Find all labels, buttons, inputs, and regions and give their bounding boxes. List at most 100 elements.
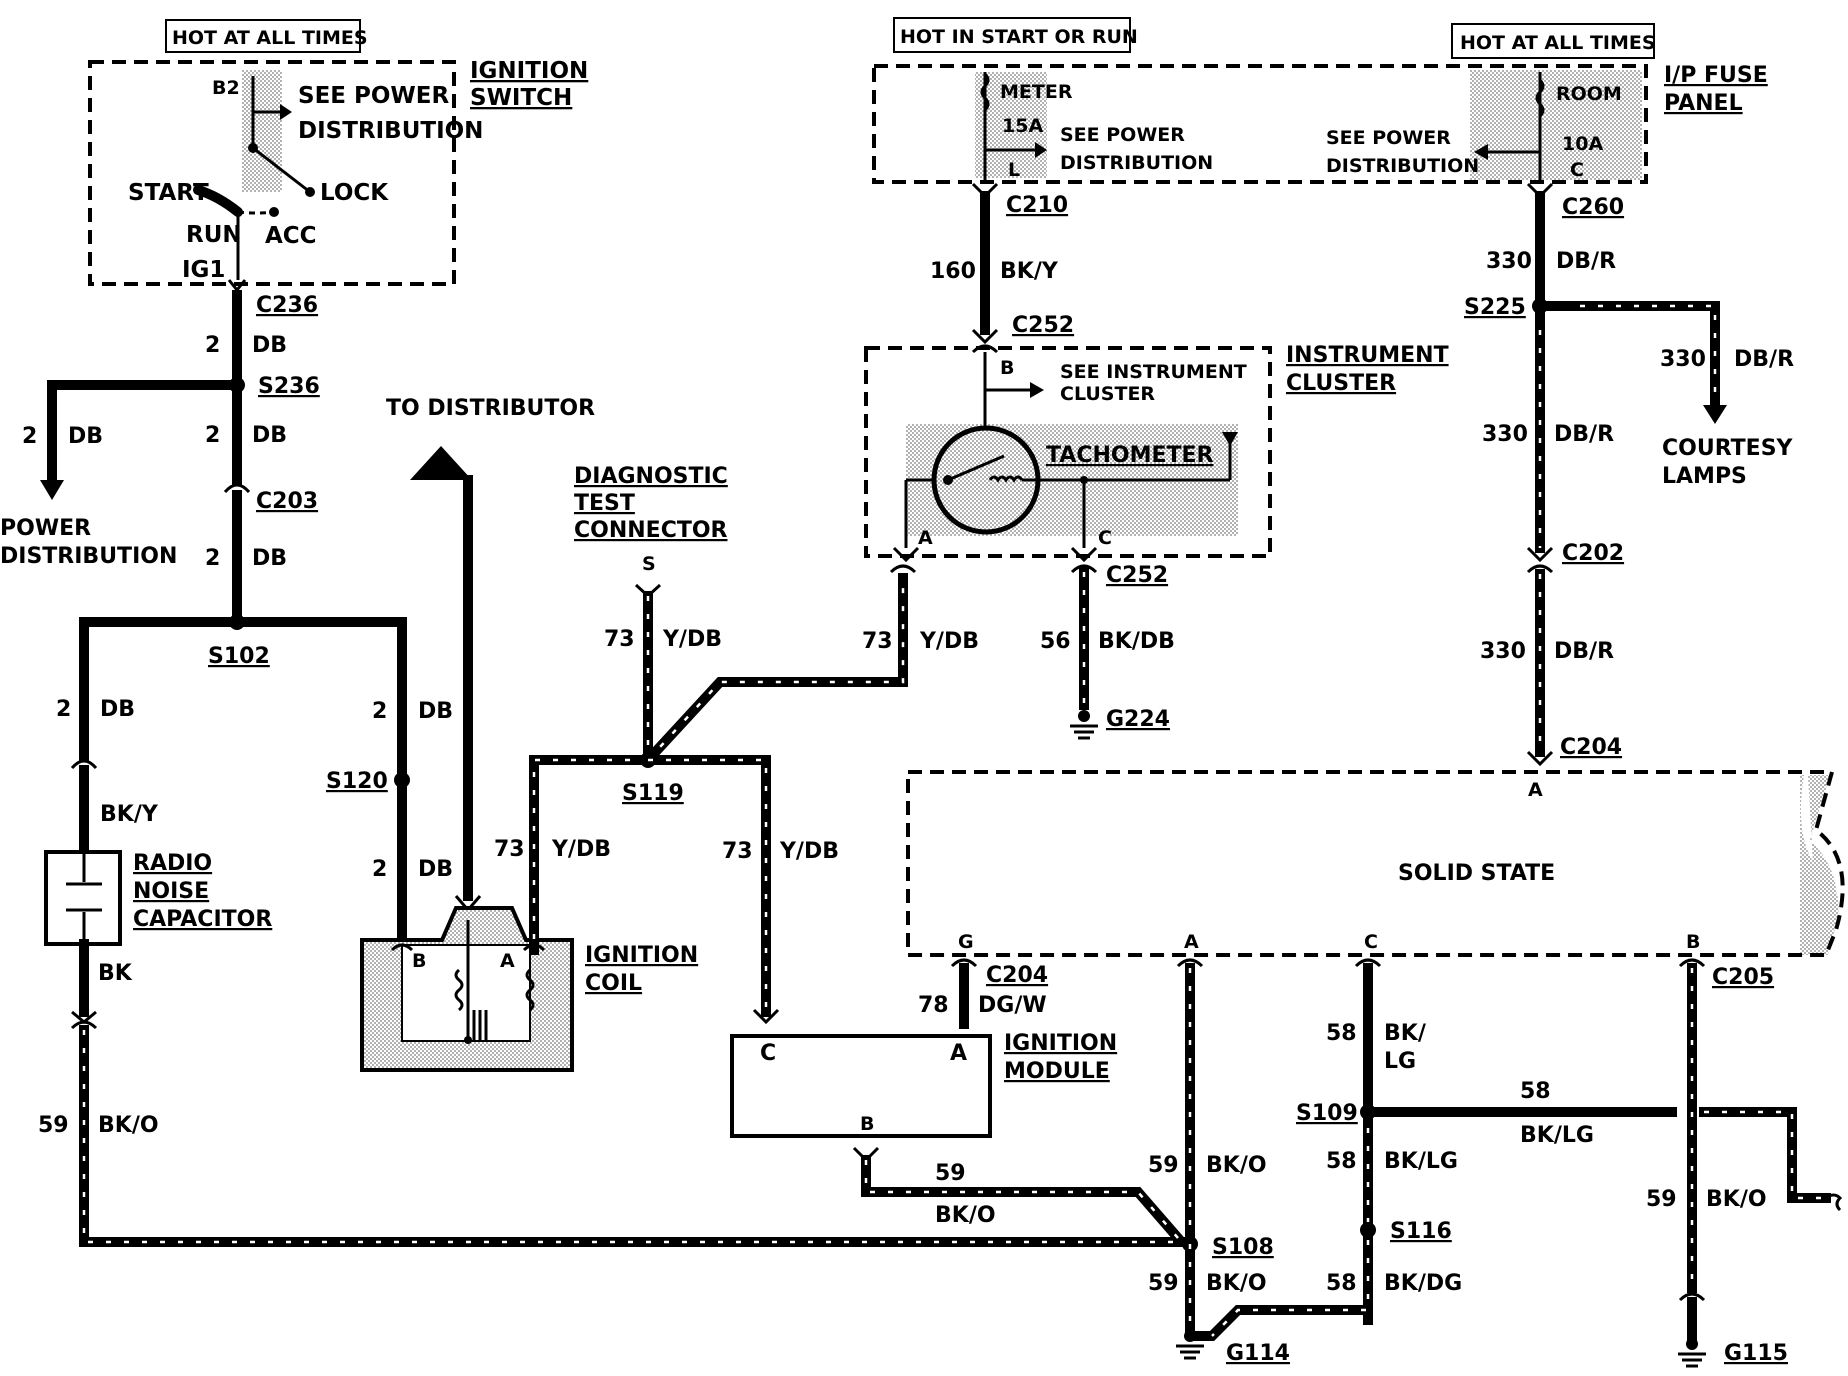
courtesy-label: COURTESY — [1662, 436, 1794, 461]
tachometer-label: TACHOMETER — [1046, 443, 1214, 468]
wire-330-circuit: 330 — [1480, 639, 1526, 664]
meter-feed: C210 160 BK/Y C252 — [930, 182, 1074, 354]
switch-lever — [252, 146, 311, 194]
wire-59-circuit: 59 — [935, 1161, 966, 1186]
see-power-label-2: DISTRIBUTION — [298, 118, 483, 144]
ignition-module-title-2: MODULE — [1004, 1059, 1110, 1084]
wire-db-color: DB — [68, 424, 103, 449]
s225-label: S225 — [1464, 295, 1526, 320]
cluster-title-2: CLUSTER — [1286, 371, 1396, 396]
fuse-panel-box — [872, 64, 1648, 184]
cluster-box — [864, 346, 1272, 558]
ig1-label: IG1 — [182, 257, 225, 283]
hot-in-start-label: HOT IN START OR RUN — [900, 26, 1138, 48]
ignition-switch-title-2: SWITCH — [470, 85, 572, 111]
run-label: RUN — [186, 222, 242, 248]
to-distributor-label: TO DISTRIBUTOR — [386, 396, 595, 421]
capacitor-label: CAPACITOR — [133, 907, 272, 932]
wire-lg-color: LG — [1384, 1049, 1416, 1074]
c204-top-label: C204 — [1560, 735, 1622, 760]
fuse-hot-label-box — [1451, 23, 1655, 59]
see-power-left: SEE POWER — [1060, 124, 1185, 146]
wire-ydb-color: Y/DB — [779, 839, 839, 864]
wire-ydb-color: Y/DB — [662, 627, 722, 652]
switch-shading — [242, 70, 282, 192]
wire-330-circuit: 330 — [1660, 347, 1706, 372]
power-distribution-arrow — [40, 480, 64, 500]
wire-59-circuit: 59 — [1148, 1271, 1179, 1296]
lock-label: LOCK — [320, 180, 389, 206]
wire-ydb-color: Y/DB — [551, 837, 611, 862]
diag-title-2: TEST — [574, 491, 635, 516]
wire-db-color: DB — [252, 546, 287, 571]
fuse-hot-label: HOT AT ALL TIMES — [1460, 32, 1656, 54]
g114-label: G114 — [1226, 1341, 1290, 1366]
c252-bottom-label: C252 — [1106, 563, 1168, 588]
radio-noise-capacitor: RADIO NOISE CAPACITOR BK — [44, 850, 272, 1030]
room-amp: 10A — [1562, 133, 1603, 155]
wire-db-color: DB — [418, 857, 453, 882]
module-pin-c: C — [760, 1041, 776, 1066]
wire-2-circuit: 2 — [205, 423, 220, 448]
wire-73-circuit: 73 — [722, 839, 753, 864]
lock-contact — [305, 187, 315, 197]
fuse-panel-title: I/P FUSE — [1664, 63, 1768, 88]
see-power-left-2: DISTRIBUTION — [1060, 152, 1213, 174]
s109-branch: 58 BK/ LG S109 58 BK/LG 58 BK/LG S116 58… — [1191, 958, 1843, 1341]
ss-pin-a: A — [1184, 931, 1199, 953]
acc-contact — [269, 207, 279, 217]
wire-2-circuit: 2 — [372, 857, 387, 882]
wire-bko-color: BK/O — [1706, 1187, 1767, 1212]
b2-label: B2 — [212, 77, 240, 99]
wire-bky-color: BK/Y — [1000, 259, 1059, 284]
fuse-panel-title-2: PANEL — [1664, 91, 1743, 116]
c203-label: C203 — [256, 489, 318, 514]
diag-title: DIAGNOSTIC — [574, 464, 728, 489]
instrument-cluster: B SEE INSTRUMENT CLUSTER TACHOMETER A C … — [864, 343, 1449, 563]
wire-dbr-color: DB/R — [1556, 249, 1616, 274]
solid-state-module: A SOLID STATE G A C B — [906, 770, 1845, 957]
wire-58-circuit: 58 — [1326, 1271, 1357, 1296]
wire-bko-color: BK/O — [935, 1203, 996, 1228]
hot-in-start-label-box — [893, 17, 1131, 53]
wire-58-circuit: 58 — [1520, 1079, 1551, 1104]
meter-pin: L — [1008, 159, 1020, 181]
cluster-title: INSTRUMENT — [1286, 343, 1449, 368]
see-cluster-label: SEE INSTRUMENT — [1060, 361, 1247, 383]
ignition-coil-title: IGNITION — [585, 943, 698, 968]
wire-db-color: DB — [252, 333, 287, 358]
meter-amp: 15A — [1002, 115, 1043, 137]
ss-pin-b: B — [1686, 931, 1700, 953]
ignition-switch: HOT AT ALL TIMES B2 SEE POWER DISTRIBUTI… — [88, 19, 588, 286]
see-power-label: SEE POWER — [298, 83, 449, 109]
wire-58-circuit: 58 — [1326, 1149, 1357, 1174]
wire-bklg-color: BK/LG — [1384, 1149, 1458, 1174]
courtesy-label-2: LAMPS — [1662, 464, 1747, 489]
c205-label: C205 — [1712, 965, 1774, 990]
wire-78-circuit: 78 — [918, 993, 949, 1018]
to-distributor: TO DISTRIBUTOR — [386, 396, 595, 913]
wire-db-color: DB — [418, 699, 453, 724]
room-feed: C260 330 DB/R S225 330 DB/R COURTESY LAM… — [1464, 182, 1794, 767]
wire-330-circuit: 330 — [1482, 422, 1528, 447]
s116-label: S116 — [1390, 1219, 1452, 1244]
wire-59-circuit: 59 — [1148, 1153, 1179, 1178]
s102-label: S102 — [208, 644, 270, 669]
c236-label: C236 — [256, 293, 318, 318]
hot-at-all-times-label-box — [165, 19, 361, 53]
ss-pin-a-top: A — [1528, 779, 1543, 801]
wire-2-circuit: 2 — [22, 424, 37, 449]
ignition-coil: B A IGNITION COIL — [360, 906, 698, 1072]
solid-state-label: SOLID STATE — [1398, 861, 1555, 886]
wire-bk-color: BK/ — [1384, 1021, 1427, 1046]
room-pin: C — [1570, 159, 1584, 181]
wire-dgw-color: DG/W — [978, 993, 1047, 1018]
wire-56-circuit: 56 — [1040, 629, 1071, 654]
start-contact — [193, 185, 243, 217]
power-distribution-label: POWER — [0, 516, 91, 541]
room-label: ROOM — [1556, 83, 1622, 105]
ss-pin-g: G — [958, 931, 974, 953]
wire-dbr-color: DB/R — [1554, 422, 1614, 447]
s119-label: S119 — [622, 781, 684, 806]
